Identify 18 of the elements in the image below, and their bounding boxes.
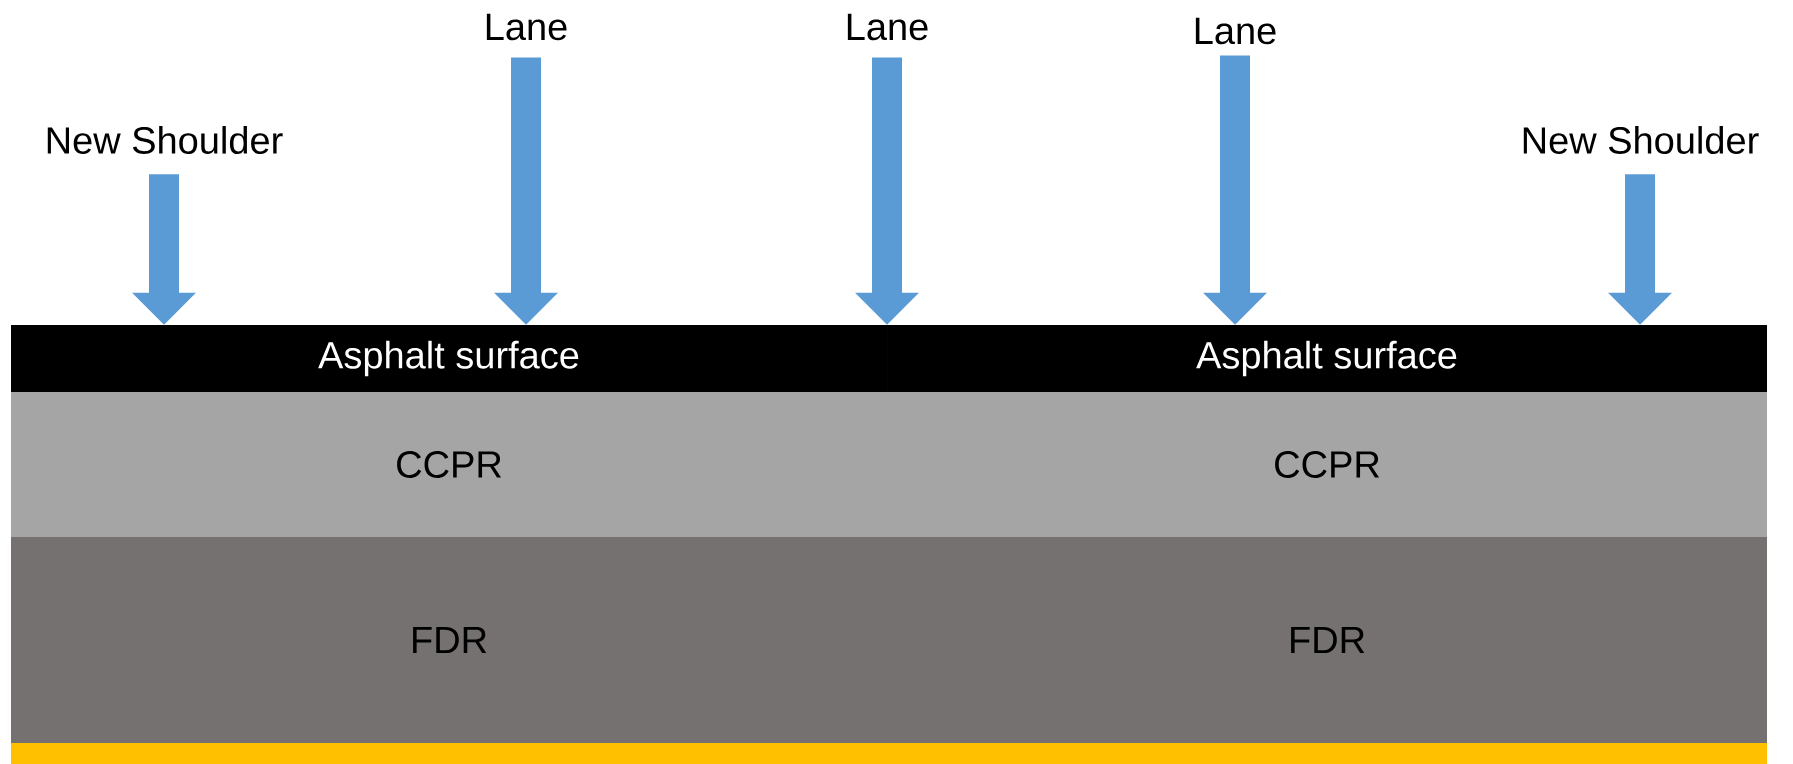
ccpr-layer: CCPR <box>11 392 887 537</box>
node-label: FDR <box>413 626 487 654</box>
asphalt-layer: Asphalt surface <box>11 325 887 392</box>
node-label: Asphalt surface <box>1196 340 1457 377</box>
node-label: CCPR <box>397 451 502 478</box>
position-label: Lane <box>1195 17 1276 45</box>
position-label: New Shoulder <box>47 126 283 154</box>
node-label: FDR <box>1291 626 1365 654</box>
node-label: CCPR <box>1275 451 1380 478</box>
position-label: Lane <box>847 13 928 41</box>
ccpr-layer: CCPR <box>887 392 1767 537</box>
fdr-layer: FDR <box>887 537 1767 743</box>
asphalt-layer: Asphalt surface <box>887 325 1767 392</box>
node-label: Asphalt surface <box>318 340 579 377</box>
position-label: Lane <box>486 13 567 41</box>
fdr-layer: FDR <box>11 537 887 743</box>
subgrade-layer <box>11 743 1767 764</box>
position-label: New Shoulder <box>1523 126 1759 154</box>
